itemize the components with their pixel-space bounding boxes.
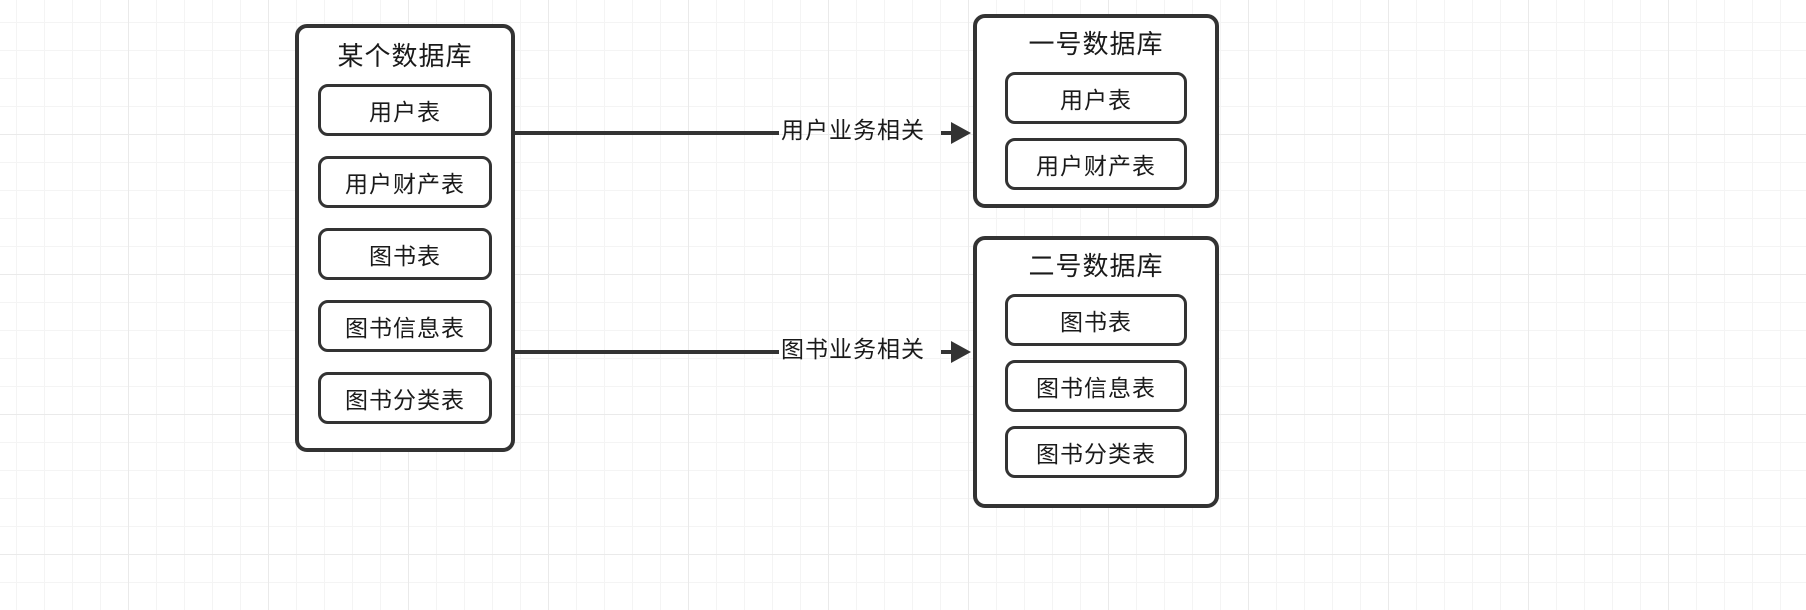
table-node-book[interactable]: 图书表 [318, 228, 492, 280]
database-title-source: 某个数据库 [337, 42, 473, 72]
table-node-one-user-property[interactable]: 用户财产表 [1005, 138, 1187, 190]
connector-line-left [515, 350, 779, 354]
table-node-user-property[interactable]: 用户财产表 [318, 156, 492, 208]
connector-line-left [515, 131, 779, 135]
database-container-one[interactable]: 一号数据库 用户表 用户财产表 [973, 14, 1219, 208]
table-node-two-book[interactable]: 图书表 [1005, 294, 1187, 346]
table-node-two-book-info[interactable]: 图书信息表 [1005, 360, 1187, 412]
database-container-source[interactable]: 某个数据库 用户表 用户财产表 图书表 图书信息表 图书分类表 [295, 24, 515, 452]
table-node-one-user[interactable]: 用户表 [1005, 72, 1187, 124]
table-node-two-book-category[interactable]: 图书分类表 [1005, 426, 1187, 478]
table-node-book-info[interactable]: 图书信息表 [318, 300, 492, 352]
connector-label-user-business: 用户业务相关 [781, 118, 925, 144]
database-title-one: 一号数据库 [1028, 30, 1164, 60]
table-node-user[interactable]: 用户表 [318, 84, 492, 136]
database-container-two[interactable]: 二号数据库 图书表 图书信息表 图书分类表 [973, 236, 1219, 508]
table-node-book-category[interactable]: 图书分类表 [318, 372, 492, 424]
connector-label-book-business: 图书业务相关 [781, 337, 925, 363]
database-title-two: 二号数据库 [1028, 252, 1164, 282]
arrowhead-icon [951, 122, 971, 144]
arrowhead-icon [951, 341, 971, 363]
